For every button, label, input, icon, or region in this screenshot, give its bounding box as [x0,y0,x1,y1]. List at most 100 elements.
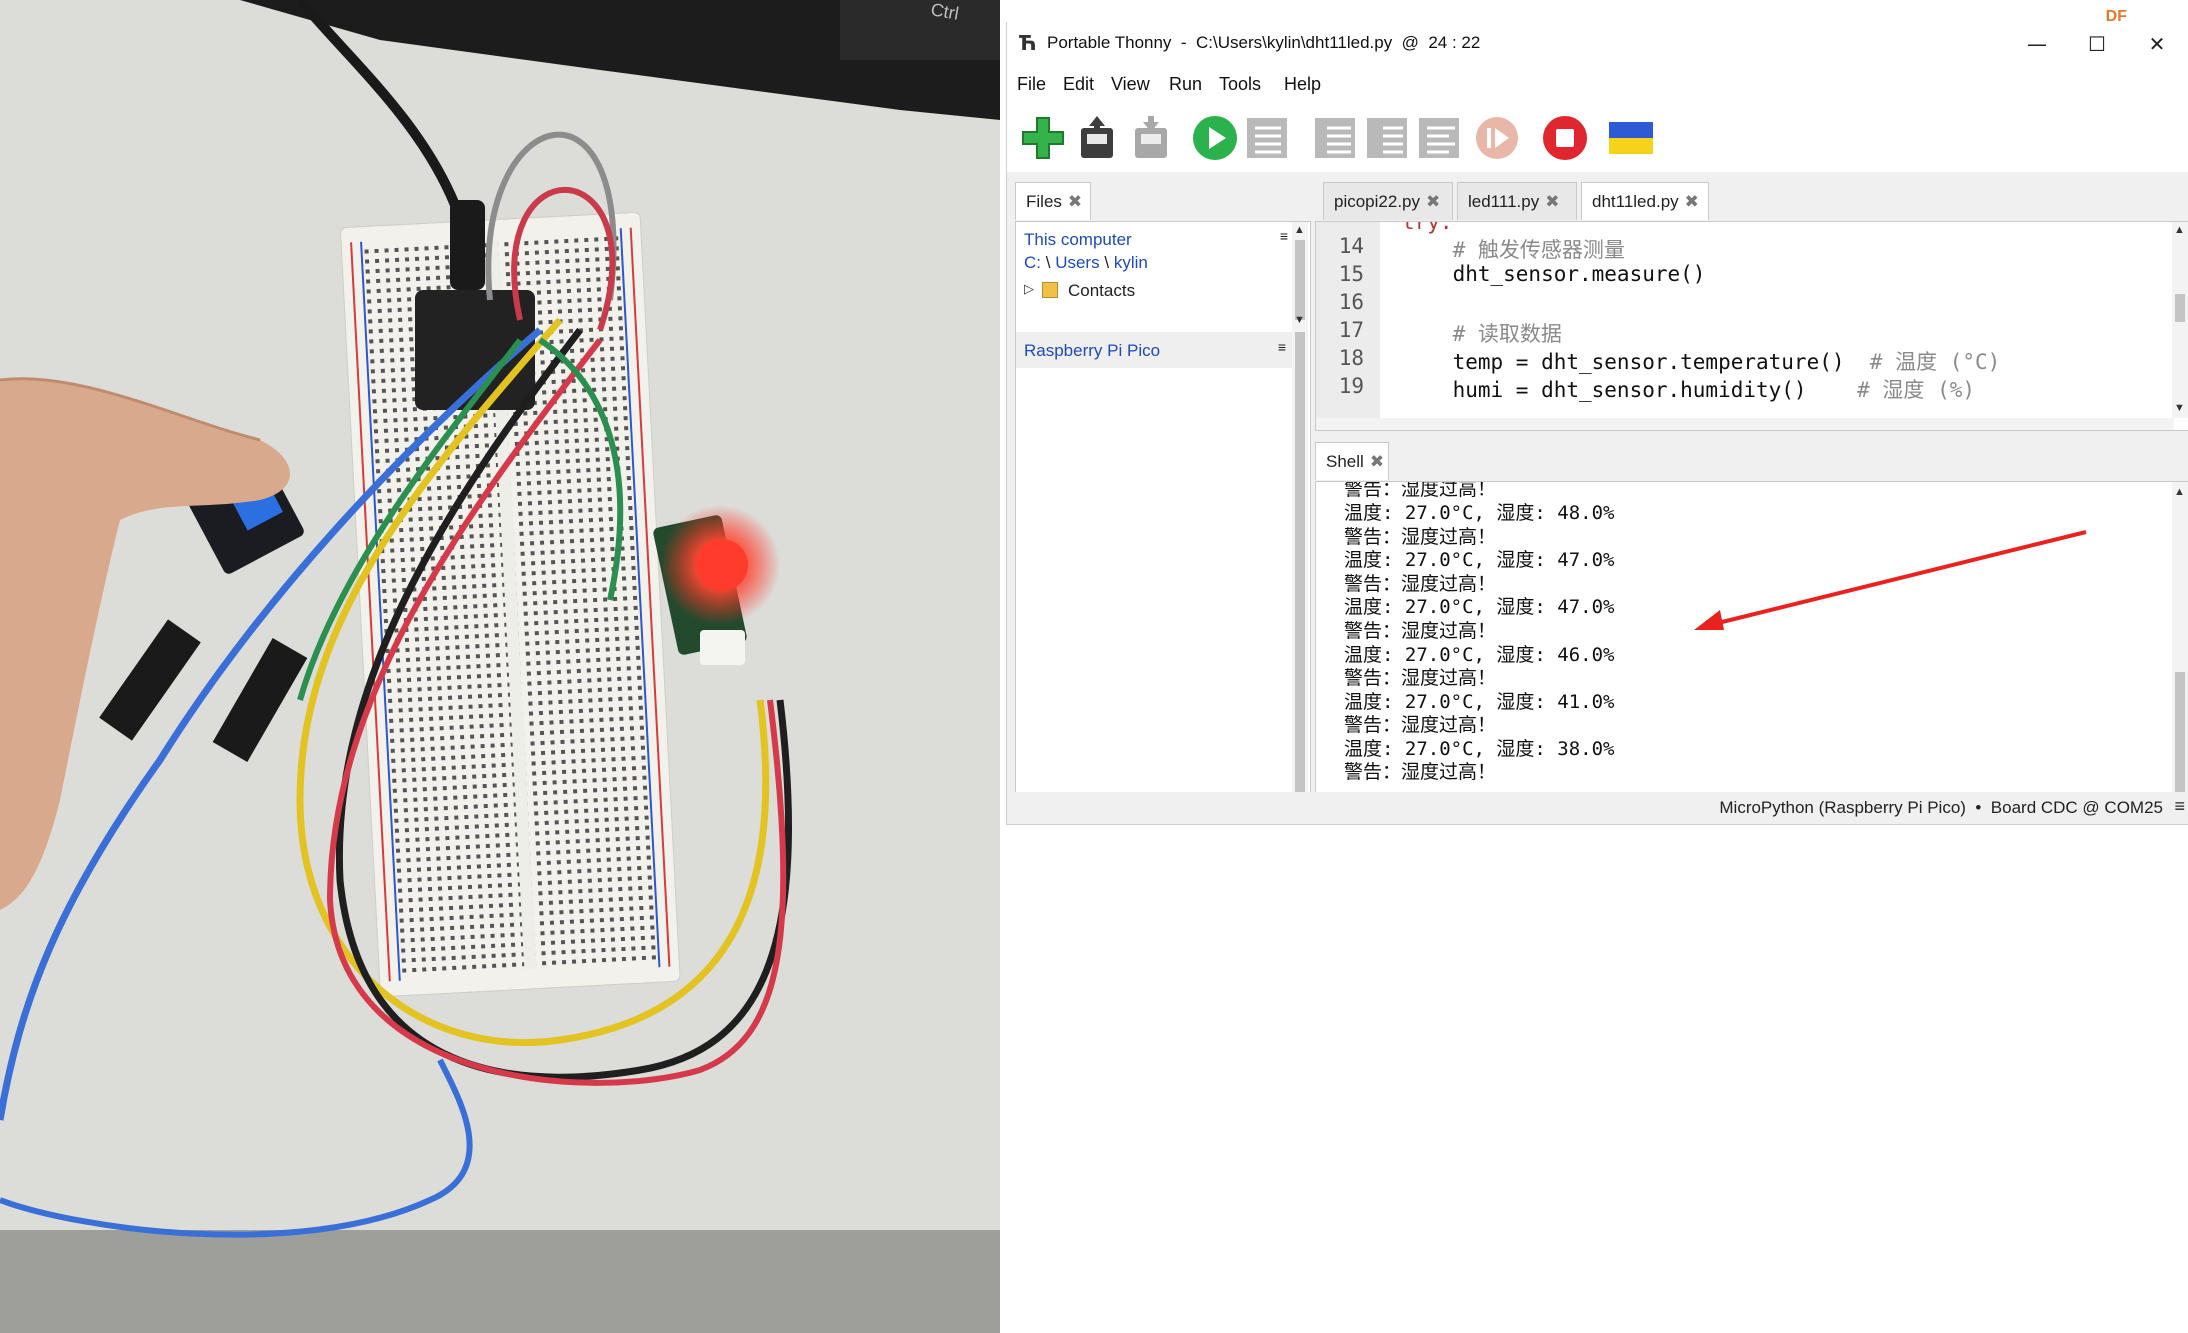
shell-line: 警告：湿度过高！ [1344,761,1497,783]
shell-line: 警告：湿度过高！ [1344,620,1497,642]
tab-label: Shell [1326,452,1364,471]
scroll-up-icon[interactable]: ▲ [1294,224,1305,236]
scroll-down-icon[interactable]: ▼ [2174,402,2185,414]
line-number-gutter [1316,222,1380,430]
tab-dht11led[interactable]: dht11led.py✖ [1581,182,1709,220]
folder-icon [1042,282,1058,298]
editor-scrollbar[interactable]: ▲ ▼ [2172,222,2188,418]
editor-hscrollbar[interactable] [1316,418,2174,430]
status-bar: MicroPython (Raspberry Pi Pico) • Board … [1007,792,2188,824]
menu-view[interactable]: View [1111,74,1150,94]
path-breadcrumb: C: \ Users \ kylin [1024,253,1148,272]
scroll-up-icon[interactable]: ▲ [2174,224,2185,236]
interpreter-status[interactable]: MicroPython (Raspberry Pi Pico) • Board … [1719,798,2163,817]
tab-shell[interactable]: Shell ✖ [1315,442,1389,480]
scroll-up-icon[interactable]: ▲ [2174,486,2185,498]
close-window-button[interactable]: ✕ [2148,32,2166,56]
resume-icon[interactable] [1473,114,1521,162]
folder-name: Contacts [1068,281,1136,300]
shell-line: 温度: 27.0°C, 湿度: 46.0% [1344,644,1615,666]
step-over-icon[interactable] [1311,114,1359,162]
new-file-icon[interactable] [1019,114,1067,162]
close-tab-icon[interactable]: ✖ [1067,192,1083,211]
toolbar [1007,102,2188,172]
partial-code-line: try: [1402,221,1453,234]
save-file-icon[interactable] [1127,114,1175,162]
close-tab-icon[interactable]: ✖ [1369,452,1385,471]
device-header: Raspberry Pi Pico ≡ [1016,332,1294,368]
menu-file[interactable]: File [1017,74,1047,94]
menu-help[interactable]: Help [1284,74,1322,94]
shell-console[interactable]: 警告：湿度过高！ 温度: 27.0°C, 湿度: 48.0% 警告：湿度过高！ … [1315,481,2188,811]
editor-tab-strip: picopi22.py ✖ led111.py ✖ dht11led.py✖ [1315,182,2185,222]
breadboard-photo-drawing: Ctrl [0,0,1000,1333]
step-out-icon[interactable] [1415,114,1463,162]
code-line: # 触发传感器测量 [1402,238,1625,262]
code-line: temp = dht_sensor.temperature() # 温度 (°C… [1402,350,2001,374]
this-computer-label[interactable]: This computer [1024,230,1132,249]
line-number: 14 [1338,234,1364,258]
annotation-arrow [1694,530,2087,630]
watermark-logo: DF [2105,8,2127,25]
code-line: # 读取数据 [1402,322,1562,346]
shell-scrollbar[interactable]: ▲ ▼ [2172,482,2188,810]
ukraine-flag-icon[interactable] [1607,114,1655,162]
status-menu-icon[interactable]: ≡ [2174,796,2185,816]
shell-line: 警告：湿度过高！ [1344,526,1497,548]
shell-line: 温度: 27.0°C, 湿度: 38.0% [1344,738,1615,760]
step-into-icon[interactable] [1363,114,1411,162]
stop-icon[interactable] [1541,114,1589,162]
shell-line: 警告：湿度过高！ [1344,481,1497,500]
run-icon[interactable] [1191,114,1239,162]
code-editor[interactable]: try: 14 # 触发传感器测量 15 dht_sensor.measure(… [1315,221,2188,431]
path-kylin[interactable]: kylin [1113,253,1148,272]
line-number: 18 [1338,346,1364,370]
shell-line: 警告：湿度过高！ [1344,714,1497,736]
files-menu-icon[interactable]: ≡ [1279,228,1288,244]
open-file-icon[interactable] [1073,114,1121,162]
shell-line: 温度: 27.0°C, 湿度: 47.0% [1344,596,1615,618]
shell-tab-strip: Shell ✖ [1315,442,1415,482]
thonny-window: Ћ Portable Thonny - C:\Users\kylin\dht11… [1006,8,2188,825]
shell-line: 温度: 27.0°C, 湿度: 41.0% [1344,691,1615,713]
close-tab-icon[interactable]: ✖ [1684,192,1699,211]
tab-files[interactable]: Files ✖ [1015,182,1091,220]
tab-label: picopi22.py [1334,192,1421,211]
line-number: 17 [1338,318,1364,342]
shell-line: 温度: 27.0°C, 湿度: 47.0% [1344,549,1615,571]
device-label[interactable]: Raspberry Pi Pico [1024,341,1161,360]
tab-label: led111.py [1468,192,1540,211]
menu-run[interactable]: Run [1169,74,1203,94]
path-drive[interactable]: C: [1024,253,1041,272]
breadboard-photo: Ctrl [0,0,1000,1333]
scroll-down-icon[interactable]: ▼ [1294,314,1305,326]
tab-led111[interactable]: led111.py ✖ [1457,182,1577,220]
close-tab-icon[interactable]: ✖ [1426,192,1441,211]
code-line: humi = dht_sensor.humidity() # 湿度 (%) [1402,378,1976,402]
files-scrollbar[interactable]: ▲ ▼ [1292,222,1308,810]
close-tab-icon[interactable]: ✖ [1545,192,1560,211]
window-title: Portable Thonny - C:\Users\kylin\dht11le… [1047,33,1481,52]
title-bar: Ћ Portable Thonny - C:\Users\kylin\dht11… [1007,8,2188,66]
device-menu-icon[interactable]: ≡ [1277,339,1286,355]
tab-picopi22[interactable]: picopi22.py ✖ [1323,182,1453,220]
menu-tools[interactable]: Tools [1219,74,1262,94]
debug-icon[interactable] [1243,114,1291,162]
shell-line: 温度: 27.0°C, 湿度: 48.0% [1344,502,1615,524]
files-tab-strip: Files ✖ [1015,182,1315,222]
files-pane: This computer ≡ C: \ Users \ kylin ▷ Con… [1015,221,1311,811]
menu-edit[interactable]: Edit [1063,74,1095,94]
line-number: 16 [1338,290,1364,314]
keyboard [240,0,1000,120]
shell-line: 警告：湿度过高！ [1344,573,1497,595]
usb-cable-plug [450,200,485,290]
minimize-button[interactable]: — [2027,32,2047,56]
list-item[interactable]: ▷ Contacts [1016,277,1294,307]
shell-line: 警告：湿度过高！ [1344,667,1497,689]
thonny-app-icon: Ћ [1019,31,1037,55]
maximize-button[interactable]: ☐ [2088,32,2106,56]
path-users[interactable]: Users [1055,253,1100,272]
tab-files-label: Files [1026,192,1062,211]
line-number: 15 [1338,262,1364,286]
expand-arrow-icon[interactable]: ▷ [1024,281,1034,296]
